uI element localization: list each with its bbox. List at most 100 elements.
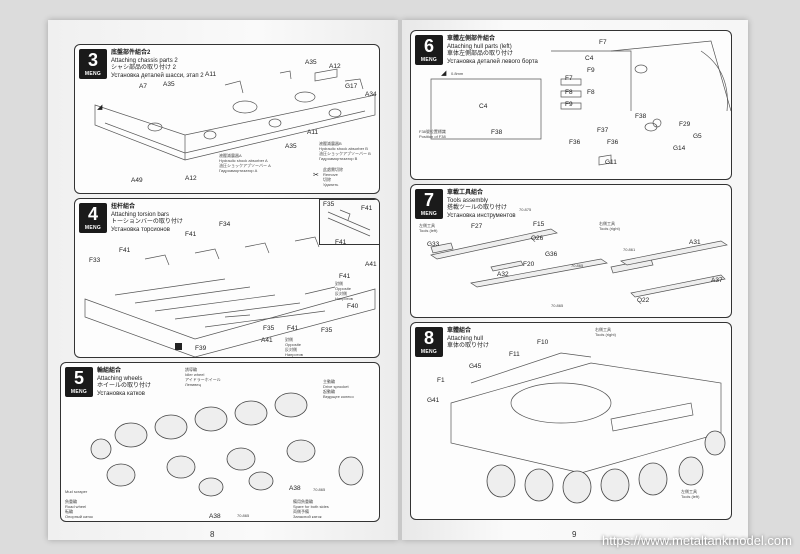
note-block: 左側工具 Tools (left): [419, 223, 437, 233]
page-number-left: 8: [210, 530, 215, 539]
title-cn: 車載工具組合: [447, 190, 484, 196]
title-cn: 車體組合: [447, 328, 472, 334]
hull-drawing: [450, 352, 726, 504]
title-jp: トーションバーの取り付け: [111, 219, 183, 225]
note-text: Opposite: [285, 342, 302, 347]
part-label: F7: [565, 75, 573, 82]
note-block: 主動輪 Drive sprocket 起動輪 Ведущее колесо: [323, 379, 354, 399]
note-block: 右側工具 Tools (right): [595, 327, 616, 337]
step-number: 5: [73, 368, 84, 388]
note-text: Hydraulic shock absorber A: [219, 158, 268, 163]
part-label: F34: [219, 221, 231, 228]
part-label: F36: [569, 139, 581, 146]
glue-icon: ◢: [97, 104, 103, 111]
paint-code: 70.865: [551, 303, 564, 308]
step-badge: 4 MENG: [79, 203, 107, 233]
part-label: A35: [305, 59, 317, 66]
note-block: 備用負重輪 Spare for both sides 両側予備 Запасной…: [293, 499, 329, 519]
part-label: F27: [471, 223, 483, 230]
step-7-panel: 7 MENG 車載工具組合 Tools assembly 搭載ツールの取り付け …: [410, 184, 732, 318]
part-label: A11: [307, 129, 319, 136]
glue-icon: [175, 343, 182, 350]
part-label: G41: [427, 397, 440, 404]
part-label: G17: [345, 83, 358, 90]
note-text: Mud scraper: [65, 489, 88, 494]
part-label: F41: [339, 273, 351, 280]
part-label: F1: [437, 377, 445, 384]
step-titles: 扭杆組合 Attaching torsion bars トーションバーの取り付け…: [111, 204, 183, 234]
note-text: Запасной каток: [293, 514, 322, 519]
part-label: A12: [185, 175, 197, 182]
note-text: 右側工具: [599, 221, 615, 226]
note-text: Spare for both sides: [293, 504, 329, 509]
drill-icon: ◢: [441, 70, 447, 77]
part-label: A31: [689, 239, 701, 246]
part-label: A35: [285, 143, 297, 150]
part-label: Q26: [531, 235, 544, 242]
note-text: Opposite: [335, 286, 352, 291]
part-label: F35: [323, 201, 335, 208]
tools-drawing: [430, 228, 728, 298]
step-number: 3: [87, 50, 98, 70]
note-text: 液壓減震器A: [219, 153, 242, 158]
note-text: Опорный каток: [65, 514, 93, 519]
part-label: A34: [365, 91, 377, 98]
note-text: Гидроамортизатор B: [319, 156, 358, 161]
page-number-right: 9: [572, 530, 577, 539]
part-label: F41: [287, 325, 299, 332]
binding-spine: [398, 20, 402, 540]
note-text: 転輪: [65, 509, 73, 514]
chassis-drawing: [94, 68, 376, 161]
note-text: Tools (right): [599, 226, 620, 231]
part-label: F7: [599, 39, 607, 46]
step-titles: 輪組組合 Attaching wheels ホイールの取り付け Установк…: [97, 368, 151, 398]
part-label: F41: [185, 231, 197, 238]
note-text: 對側: [285, 337, 293, 342]
note-text: アイドラーホイール: [185, 377, 221, 382]
step-badge: 6 MENG: [415, 35, 443, 65]
part-label: F41: [361, 205, 373, 212]
part-label: F29: [679, 121, 691, 128]
part-label: F8: [565, 89, 573, 96]
note-text: 負重輪: [65, 499, 77, 504]
brand-label: MENG: [420, 211, 438, 217]
step-number: 8: [423, 328, 434, 348]
paint-code: 70.865: [571, 263, 584, 268]
title-en: Attaching hull parts (left): [447, 43, 512, 50]
part-label: A35: [163, 81, 175, 88]
title-ru: Установка торсионов: [111, 226, 170, 233]
note-text: 左側工具: [681, 489, 697, 494]
note-text: Idler wheel: [185, 372, 205, 377]
note-text: 反対側: [285, 347, 297, 352]
note-text: Напротив: [285, 352, 303, 357]
note-text: 右側工具: [595, 327, 611, 332]
part-label: A37: [711, 277, 723, 284]
note-text: Tools (right): [595, 332, 616, 337]
note-text: 左側工具: [419, 223, 435, 228]
step-titles: 車體左側部件組合 Attaching hull parts (left) 車体左…: [447, 36, 538, 66]
note-text: 誘導輪: [185, 367, 197, 372]
part-label: G45: [469, 363, 482, 370]
note-text: Drive sprocket: [323, 384, 349, 389]
part-label: G36: [545, 251, 558, 258]
step-titles: 車載工具組合 Tools assembly 搭載ツールの取り付け Установ…: [447, 190, 516, 220]
note-text: Ведущее колесо: [323, 394, 354, 399]
note-text: 起動輪: [323, 389, 335, 394]
note-text: 反対側: [335, 291, 347, 296]
step-6-panel: 6 MENG 車體左側部件組合 Attaching hull parts (le…: [410, 30, 732, 180]
brand-label: MENG: [70, 389, 88, 395]
part-label: A49: [131, 177, 143, 184]
part-label: F8: [587, 89, 595, 96]
note-text: 油圧ショックアブソーバー B: [319, 151, 371, 156]
step-titles: 底盤部件組合2 Attaching chassis parts 2 シャシ部品の…: [111, 50, 204, 80]
title-cn: 車體左側部件組合: [447, 36, 496, 42]
paint-code: 70.875: [519, 207, 532, 212]
hull-left-drawing: [430, 40, 731, 166]
brand-label: MENG: [84, 225, 102, 231]
inset-drawing: [327, 209, 371, 237]
note-text: Гидроамортизатор A: [219, 168, 258, 173]
part-label: A12: [329, 63, 341, 70]
title-cn: 輪組組合: [97, 368, 122, 374]
brand-label: MENG: [420, 349, 438, 355]
step-5-panel: 5 MENG 輪組組合 Attaching wheels ホイールの取り付け У…: [60, 362, 380, 522]
